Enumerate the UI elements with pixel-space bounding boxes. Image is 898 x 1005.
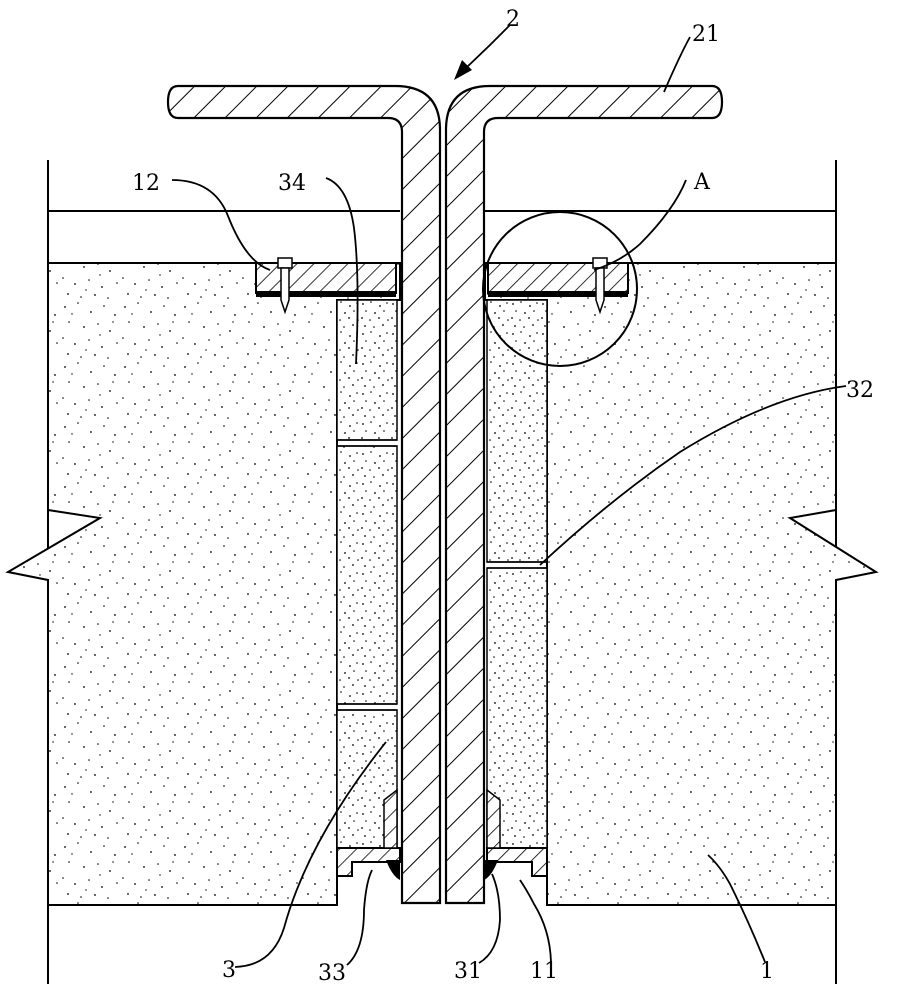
label-33: 33 (318, 961, 346, 986)
label-3: 3 (222, 958, 236, 983)
left-profile-arm (166, 84, 442, 905)
label-31: 31 (454, 959, 482, 984)
label-12: 12 (132, 171, 160, 196)
bottom-base-plates (336, 788, 548, 880)
left-filler (336, 299, 398, 849)
left-cover-plate (255, 257, 397, 315)
arrow-2-head (454, 60, 472, 80)
joint-profile (166, 84, 724, 905)
label-11: 11 (530, 959, 558, 984)
label-1: 1 (760, 959, 774, 984)
label-34: 34 (278, 171, 306, 196)
label-2: 2 (506, 7, 520, 32)
detail-circle-a (482, 211, 638, 367)
separator-strips (337, 439, 547, 711)
leader-lines (171, 24, 847, 968)
left-concrete-slab (5, 262, 401, 906)
right-filler (486, 299, 548, 849)
right-cover-plate (487, 257, 629, 315)
right-profile-arm (444, 84, 724, 905)
label-a: A (693, 170, 711, 195)
label-32: 32 (846, 378, 874, 403)
label-21: 21 (692, 22, 720, 47)
